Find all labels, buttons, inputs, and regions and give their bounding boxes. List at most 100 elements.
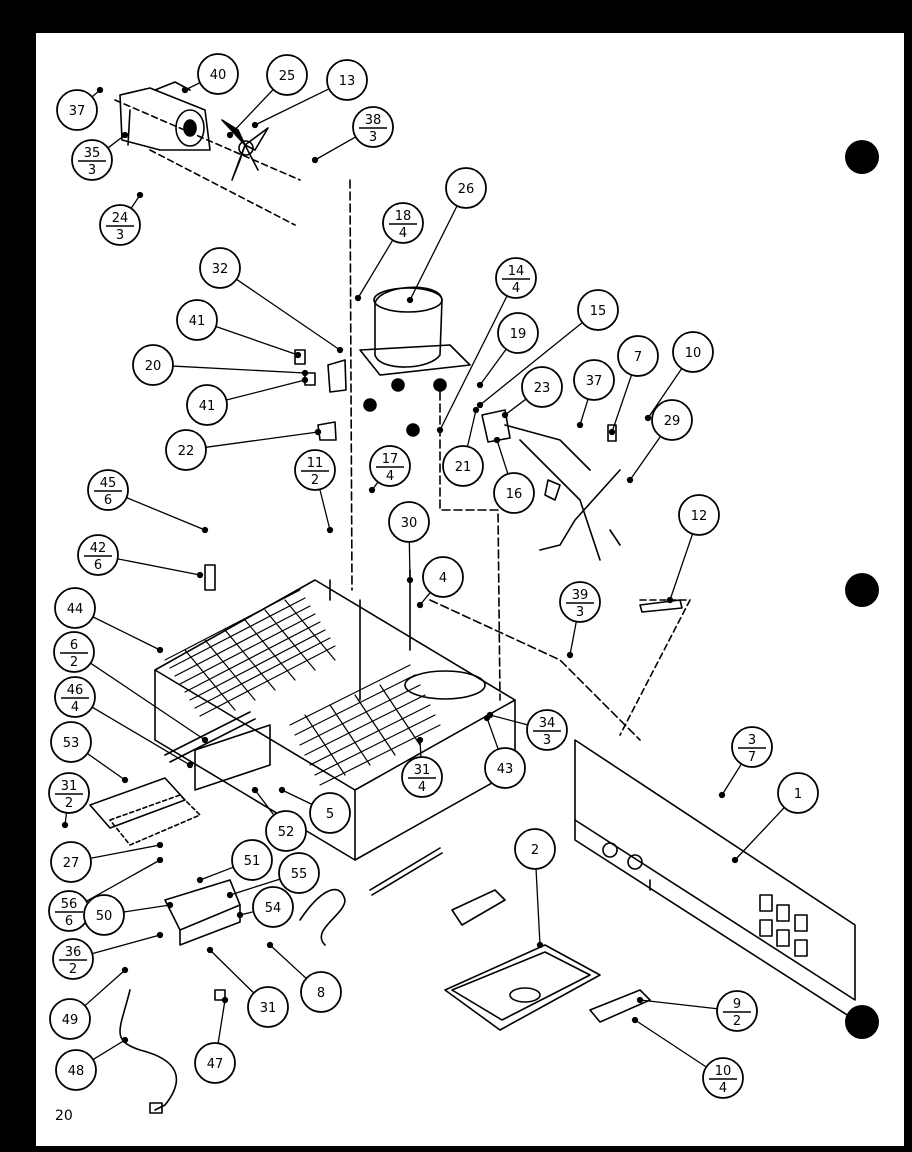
callout-bubble: 10 [672, 331, 714, 373]
callout-part-number: 40 [210, 68, 227, 83]
control-box [89, 724, 271, 1001]
callout-circle [71, 139, 113, 181]
callout-leader-dot [136, 191, 144, 199]
callout-bubble: 2 [514, 828, 556, 870]
callout-leader [634, 1019, 707, 1068]
callout-reference-number: 6 [65, 914, 73, 929]
callout-leader [721, 763, 742, 796]
callout-leader [107, 134, 126, 149]
callout-bubble: 20 [132, 344, 174, 386]
leader-lines [61, 82, 785, 1068]
callout-circle [573, 359, 615, 401]
callout-leader-dot [476, 381, 484, 389]
callout-bubble: 26 [445, 167, 487, 209]
callout-leader-dot [476, 401, 484, 409]
callout-leader-dot [406, 296, 414, 304]
callout-circle [194, 1042, 236, 1084]
callout-bubble: 8 [300, 971, 342, 1013]
callout-circle [369, 445, 411, 487]
callout-leader-dot [493, 436, 501, 444]
callout-bubble: 23 [521, 366, 563, 408]
callout-leader [205, 431, 319, 448]
callout-leader-dot [301, 376, 309, 384]
callout-bubble: 353 [71, 139, 113, 181]
callout-circle [514, 828, 556, 870]
callout-bubble: 104 [702, 1057, 744, 1099]
callout-bubble: 21 [442, 445, 484, 487]
callout-leader [647, 368, 683, 419]
callout-part-number: 23 [534, 381, 551, 396]
callout-part-number: 37 [586, 374, 603, 389]
callout-leader [92, 616, 161, 651]
callout-part-number: 4 [439, 571, 447, 586]
callout-part-number: 48 [68, 1064, 85, 1079]
callout-leader-dot [666, 596, 674, 604]
callout-part-number: 16 [506, 487, 523, 502]
callout-part-number: 45 [100, 476, 117, 491]
condenser-coil [164, 589, 336, 717]
callout-leader [496, 439, 509, 475]
callout-circle [54, 676, 96, 718]
callout-part-number: 15 [590, 304, 607, 319]
callout-leader [479, 322, 583, 406]
callout-circle [401, 756, 443, 798]
callout-leader-dot [368, 486, 376, 494]
callout-bubble: 30 [388, 501, 430, 543]
callout-part-number: 31 [414, 763, 431, 778]
callout-circle [497, 312, 539, 354]
fan-motor-assembly [119, 81, 211, 151]
callout-circle [651, 399, 693, 441]
callout-bubble: 37 [573, 359, 615, 401]
callout-leader [504, 398, 527, 416]
callout-leader-dot [226, 891, 234, 899]
control-brackets [204, 349, 347, 591]
callout-leader-dot [301, 369, 309, 377]
callout-leader [199, 866, 234, 881]
callout-circle [672, 331, 714, 373]
callout-leader [90, 662, 206, 741]
drain-tube [164, 711, 256, 763]
callout-leader-dot [181, 86, 189, 94]
callout-circle [442, 445, 484, 487]
callout-circle [56, 89, 98, 131]
callout-part-number: 18 [395, 209, 412, 224]
callout-leader-dot [121, 776, 129, 784]
callout-reference-number: 3 [116, 228, 124, 243]
callout-circle [186, 384, 228, 426]
callout-part-number: 24 [112, 211, 129, 226]
callout-reference-number: 4 [512, 281, 520, 296]
callout-bubble: 312 [48, 772, 90, 814]
callout-leader [579, 398, 589, 426]
callout-leader-dot [501, 411, 509, 419]
callout-part-number: 39 [572, 588, 589, 603]
callout-leader-dot [156, 841, 164, 849]
callout-circle [50, 721, 92, 763]
callout-bubble: 55 [278, 852, 320, 894]
callout-leader [408, 541, 411, 581]
callout-circle [352, 106, 394, 148]
callout-leader-dot [156, 646, 164, 654]
callout-part-number: 14 [508, 264, 525, 279]
callout-part-number: 47 [207, 1057, 224, 1072]
callout-part-number: 21 [455, 460, 472, 475]
callout-circle [559, 581, 601, 623]
callout-circle [231, 839, 273, 881]
callout-bubble: 50 [83, 894, 125, 936]
callout-part-number: 25 [279, 69, 296, 84]
callout-bubble: 464 [54, 676, 96, 718]
callout-bubble: 49 [49, 998, 91, 1040]
callout-leader-dot [718, 791, 726, 799]
callout-part-number: 30 [401, 516, 418, 531]
callout-circle [326, 59, 368, 101]
callout-part-number: 17 [382, 452, 399, 467]
callout-leader-dot [576, 421, 584, 429]
callout-leader [611, 374, 633, 433]
callout-leader-dot [221, 996, 229, 1004]
callout-part-number: 19 [510, 327, 527, 342]
callout-part-number: 29 [664, 414, 681, 429]
callout-circle [252, 886, 294, 928]
callout-circle [484, 747, 526, 789]
callout-bubble: 44 [54, 587, 96, 629]
callout-bubble: 15 [577, 289, 619, 331]
callout-leader-dot [636, 996, 644, 1004]
